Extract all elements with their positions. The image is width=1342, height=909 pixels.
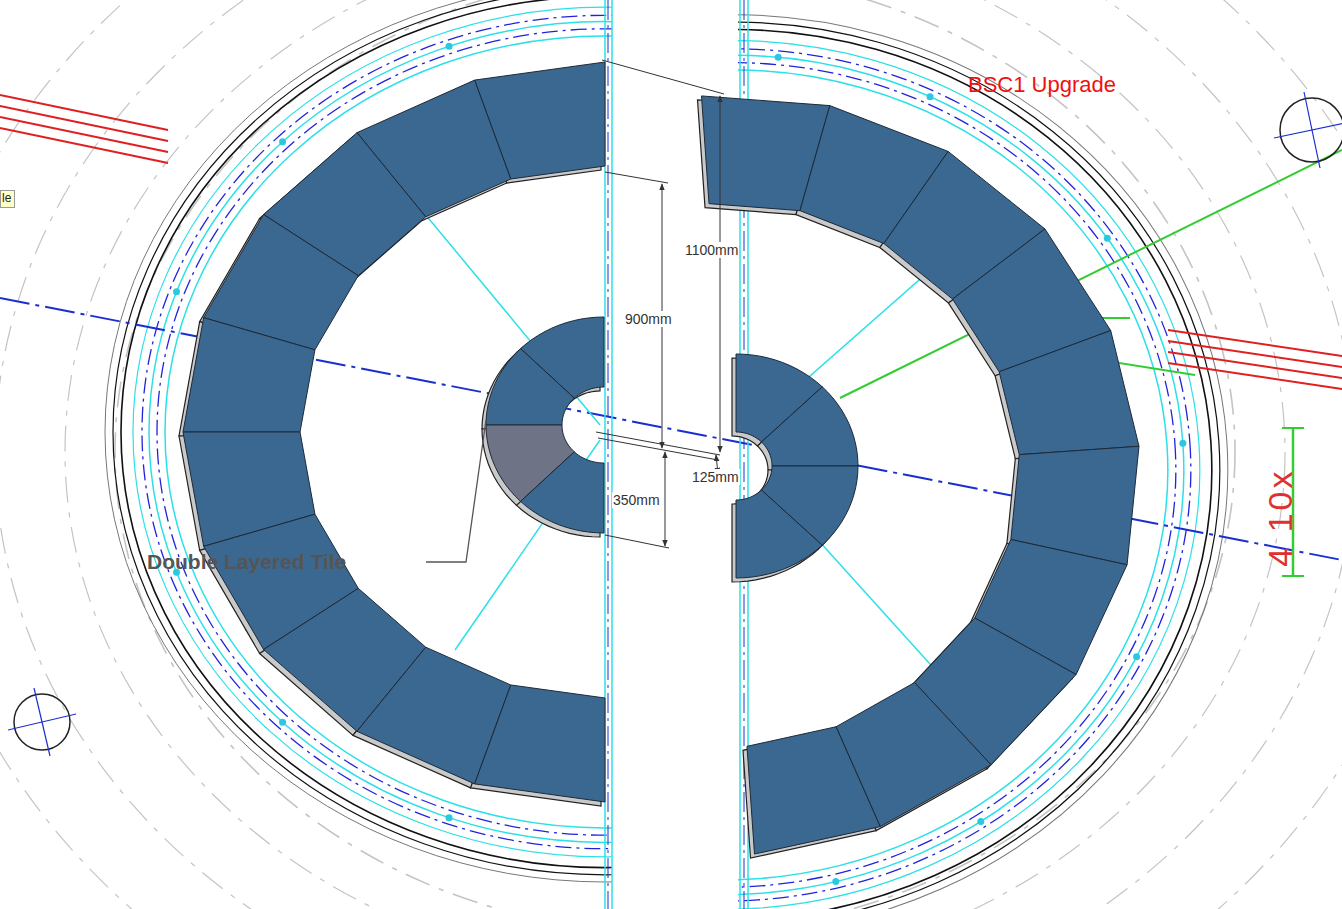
dashed-circle [65, 0, 1285, 909]
dimension-label: 1100mm [684, 242, 739, 258]
bolt-dot [279, 719, 286, 726]
axis-line [0, 298, 1342, 560]
construction-line [0, 106, 168, 141]
right-inner-ring [732, 354, 858, 582]
housing-arc [142, 15, 612, 848]
dimension-line [665, 452, 666, 546]
tooltip-fragment: le [0, 190, 15, 208]
bolt-dot [446, 814, 453, 821]
housing-arc [738, 25, 1212, 909]
dimension-line [720, 96, 721, 452]
tile [486, 349, 574, 425]
construction-line [608, 0, 609, 909]
dimension-line [605, 172, 668, 183]
leader-line [426, 420, 486, 562]
hole-cross [34, 688, 50, 756]
housing-arc [738, 9, 1229, 909]
bolt-dot [775, 54, 782, 61]
housing-arc [738, 0, 1250, 909]
left-outer-ring [179, 62, 605, 806]
hole-cross [1304, 92, 1320, 168]
right-outer-ring [697, 96, 1139, 858]
bolt-dot [977, 818, 984, 825]
construction-line [1168, 341, 1342, 367]
housing-arc [133, 7, 612, 857]
bolt-dot [832, 878, 839, 885]
construction-line [0, 128, 168, 163]
tile [761, 387, 858, 466]
right-housing [738, 0, 1259, 909]
dimension-line [598, 438, 718, 460]
construction-line [1168, 330, 1342, 356]
tile [999, 331, 1139, 455]
tile [747, 727, 880, 854]
housing-arc [738, 33, 1204, 909]
dimension-line [602, 60, 724, 94]
dimension-label: 125mm [691, 469, 740, 485]
left-inner-ring [482, 317, 604, 537]
dimension-label: 900mm [624, 311, 673, 327]
bolt-dot [927, 93, 934, 100]
housing-arc [113, 0, 612, 875]
bolt-dot [1104, 235, 1111, 242]
housing-arc [149, 22, 612, 843]
hole-symbol [8, 688, 76, 756]
housing-arc [738, 0, 1259, 909]
dimension-line [605, 535, 669, 548]
callout-label: Double Layered Tile [147, 550, 346, 574]
housing-arc [738, 40, 1195, 909]
dimension-line [596, 432, 720, 455]
green-guide [1282, 575, 1304, 577]
housing-arc [738, 18, 1220, 909]
housing-arc [121, 0, 612, 868]
bolt-dot [446, 43, 453, 50]
left-housing [105, 0, 612, 882]
tile [475, 685, 605, 802]
dashed-circle [115, 0, 1235, 909]
construction-line [0, 117, 168, 152]
tile [736, 490, 822, 578]
construction-line [611, 0, 613, 909]
housing-arc [105, 0, 612, 882]
hole-symbol [1274, 92, 1342, 168]
tile [183, 318, 315, 432]
construction-line [0, 95, 168, 130]
dimension-lines [426, 60, 724, 562]
bolt-dot [1179, 440, 1186, 447]
hole-cross [1274, 122, 1342, 138]
handwritten-note: 4 10x [1260, 469, 1299, 567]
bolt-dot [173, 288, 180, 295]
bolt-dot [279, 138, 286, 145]
bolt-dot [1133, 653, 1140, 660]
green-guide [1282, 427, 1304, 429]
drawing-title: BSC1 Upgrade [968, 72, 1116, 97]
tile [521, 452, 604, 533]
housing-arc [738, 0, 1242, 909]
dimension-label: 350mm [612, 492, 661, 508]
construction-line [1168, 363, 1342, 389]
scintillator-tiles [179, 62, 1139, 858]
